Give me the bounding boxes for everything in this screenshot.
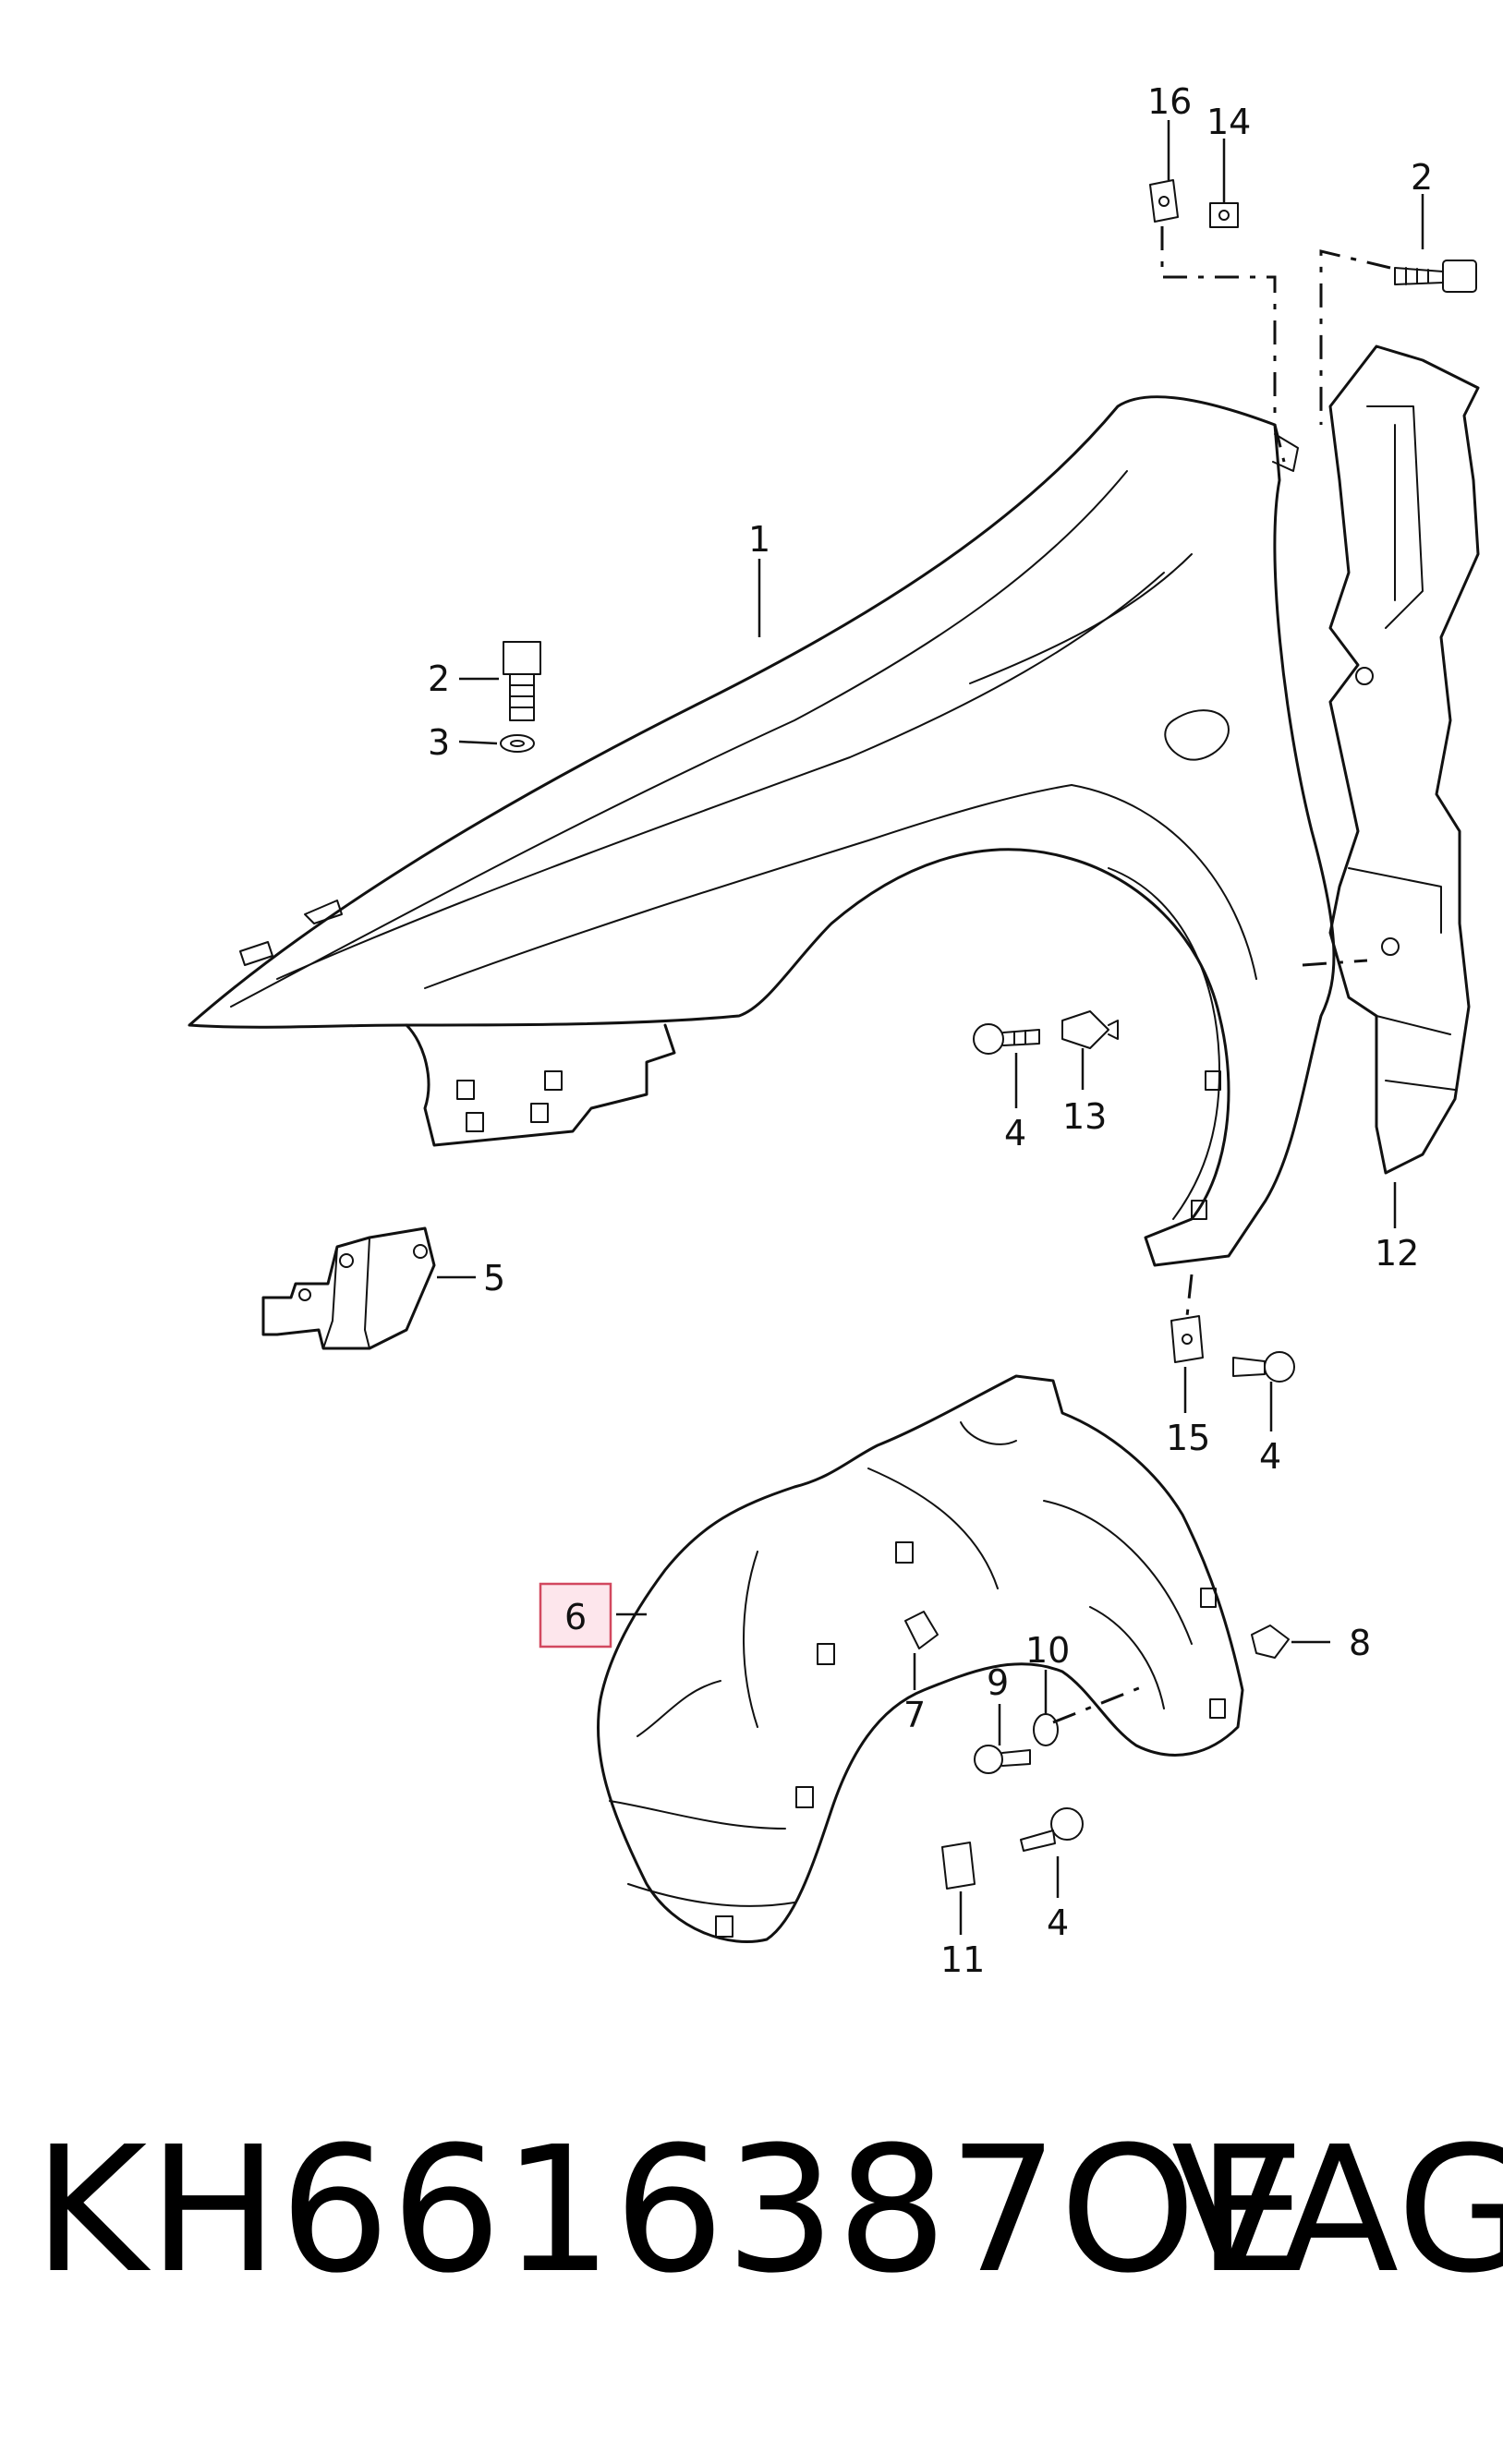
callout-3: 3 [428,722,450,763]
assembly-line-right [1302,959,1368,967]
wheel-arch-liner [597,1374,1244,1943]
nut-11-icon [941,1842,976,1890]
washer-3-icon [500,734,535,753]
clip-13-icon [1061,1010,1119,1049]
callout-4-c: 4 [1047,1902,1069,1943]
washer-10-icon [1033,1713,1059,1746]
clip-7-icon [904,1611,939,1649]
bolt-2-upper-icon [1394,260,1477,293]
clip-8-icon [1251,1625,1290,1659]
callout-4-b: 4 [1259,1436,1281,1477]
callout-12: 12 [1375,1233,1419,1274]
callout-2-left: 2 [428,658,450,699]
callout-6-highlight [539,1582,612,1649]
callout-5: 5 [483,1258,505,1298]
callout-13: 13 [1062,1096,1107,1137]
fender-panel [188,395,1336,1267]
screw-4-b-icon [1232,1351,1295,1383]
fender-bracket [1328,344,1480,1175]
screw-4-a-icon [973,1023,1040,1055]
callout-8: 8 [1349,1623,1371,1663]
callout-1: 1 [748,519,770,560]
nut-15-icon [1170,1315,1204,1363]
assembly-line-liner [1052,1684,1146,1724]
nut-16-icon [1149,179,1179,223]
assembly-line-bolt [1319,249,1391,425]
assembly-line-upper [1160,226,1286,463]
callout-7: 7 [903,1695,926,1735]
nut-14-icon [1209,202,1239,228]
callout-16: 16 [1147,81,1192,122]
callout-2-upper: 2 [1411,157,1433,198]
assembly-line-lower [1185,1274,1194,1317]
parts-diagram: 1 2 3 4 13 5 12 16 14 2 15 4 6 7 8 9 10 … [188,81,1480,1980]
callout-14: 14 [1206,102,1251,142]
screw-9-icon [974,1745,1031,1774]
callout-6: 6 [564,1597,587,1637]
callout-15: 15 [1166,1418,1210,1458]
brand-label: VAG [1171,2109,1503,2312]
callout-11: 11 [940,1939,985,1980]
screw-4-c-icon [1020,1807,1084,1852]
callout-9: 9 [987,1662,1009,1703]
callout-10: 10 [1025,1630,1070,1671]
part-number-label: KH6616387OE [33,2109,1308,2312]
small-bracket [261,1226,436,1350]
callout-4-a: 4 [1004,1113,1026,1153]
bolt-2-left-icon [503,641,541,721]
